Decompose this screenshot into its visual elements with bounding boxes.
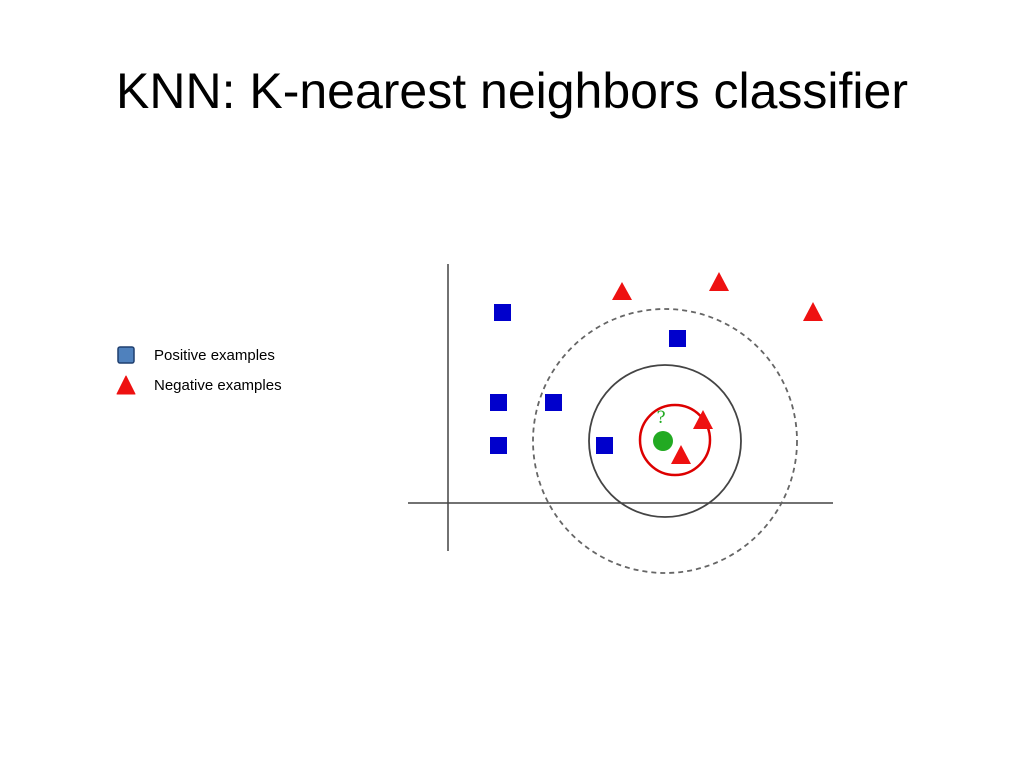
k-neighborhood-circle: [638, 403, 712, 477]
square-icon: [117, 346, 135, 364]
legend-negative: Negative examples: [116, 370, 282, 400]
negative-example: [709, 272, 729, 291]
negative-example: [612, 282, 632, 300]
legend-positive-label: Positive examples: [154, 346, 275, 364]
positive-example: [494, 304, 511, 321]
dashed-neighborhood-circle: [532, 308, 798, 574]
legend: Positive examples Negative examples: [116, 340, 282, 400]
negative-example: [671, 445, 691, 464]
positive-example: [490, 394, 507, 411]
positive-example: [490, 437, 507, 454]
query-point: [653, 431, 673, 451]
negative-example: [693, 410, 713, 429]
legend-positive: Positive examples: [116, 340, 282, 370]
slide-title: KNN: K-nearest neighbors classifier: [116, 63, 908, 119]
positive-example: [669, 330, 686, 347]
positive-example: [545, 394, 562, 411]
solid-neighborhood-circle: [588, 364, 742, 518]
triangle-icon: [116, 375, 136, 395]
legend-negative-label: Negative examples: [154, 376, 282, 394]
query-mark: ?: [656, 408, 665, 428]
positive-example: [596, 437, 613, 454]
negative-example: [803, 302, 823, 321]
